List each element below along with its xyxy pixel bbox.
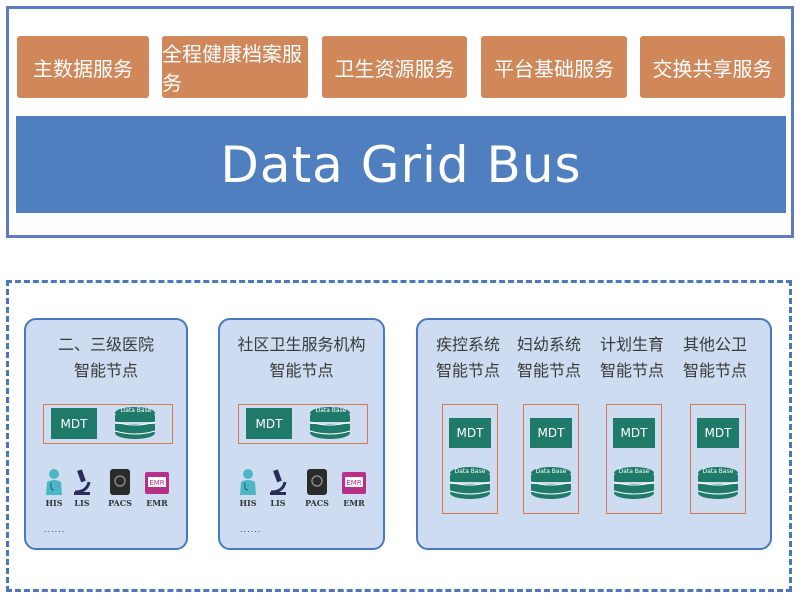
community-node-title: 社区卫生服务机构 智能节点 [218, 332, 385, 384]
records-icon: EMR EMR [142, 468, 172, 508]
other-public-title-line1: 其他公卫 [682, 335, 747, 354]
hospital-title-line2: 智能节点 [73, 361, 138, 380]
maternal-core-box [523, 404, 579, 514]
other-public-db-label: Data Base [702, 468, 734, 475]
family-planning-title-line1: 计划生育 [599, 335, 664, 354]
lis-label: LIS [270, 498, 286, 508]
his-label: HIS [239, 498, 257, 508]
other-public-core-box [690, 404, 746, 514]
more-systems-indicator: ...... [44, 525, 66, 534]
community-mdt: MDT [246, 408, 292, 439]
service-box-health-resources: 卫生资源服务 [322, 36, 467, 98]
other-public-title-line2: 智能节点 [682, 361, 747, 380]
service-box-platform-base: 平台基础服务 [481, 36, 627, 98]
lis-label: LIS [74, 498, 90, 508]
hospital-mdt: MDT [51, 408, 97, 439]
hospital-node-title: 二、三级医院 智能节点 [24, 332, 188, 384]
cdc-title-line1: 疾控系统 [435, 335, 500, 354]
family-planning-core-box [606, 404, 662, 514]
cdc-node-title: 疾控系统 智能节点 [428, 332, 508, 384]
maternal-node-title: 妇幼系统 智能节点 [509, 332, 589, 384]
cdc-title-line2: 智能节点 [435, 361, 500, 380]
his-label: HIS [45, 498, 63, 508]
pacs-label: PACS [305, 498, 329, 508]
service-box-health-record: 全程健康档案服务 [162, 36, 308, 98]
cdc-core-box [442, 404, 498, 514]
database-icon [696, 466, 740, 504]
database-icon [612, 466, 656, 504]
pacs-label: PACS [108, 498, 132, 508]
community-core-box [238, 404, 368, 444]
scanner-icon: PACS [302, 468, 332, 508]
hospital-core-box [43, 404, 173, 444]
svg-text:EMR: EMR [346, 479, 361, 487]
family-planning-db-label: Data Base [618, 468, 650, 475]
maternal-title-line2: 智能节点 [516, 361, 581, 380]
community-title-line1: 社区卫生服务机构 [237, 335, 366, 354]
database-icon [529, 466, 573, 504]
doctor-icon: HIS [39, 468, 69, 508]
service-box-exchange-share: 交换共享服务 [640, 36, 785, 98]
emr-label: EMR [146, 498, 168, 508]
maternal-mdt: MDT [530, 418, 572, 448]
database-icon [307, 406, 353, 440]
hospital-db-label: Data Base [120, 407, 152, 414]
doctor-icon: HIS [233, 468, 263, 508]
service-box-master-data: 主数据服务 [17, 36, 149, 98]
hospital-title-line1: 二、三级医院 [57, 335, 154, 354]
maternal-db-label: Data Base [535, 468, 567, 475]
records-icon: EMR EMR [339, 468, 369, 508]
microscope-icon: LIS [67, 468, 97, 508]
database-icon [448, 466, 492, 504]
data-grid-bus: Data Grid Bus [16, 116, 786, 213]
other-public-mdt: MDT [697, 418, 739, 448]
svg-text:EMR: EMR [149, 479, 164, 487]
community-db-label: Data Base [315, 407, 347, 414]
family-planning-title-line2: 智能节点 [599, 361, 664, 380]
family-planning-mdt: MDT [613, 418, 655, 448]
other-public-node-title: 其他公卫 智能节点 [675, 332, 755, 384]
community-title-line2: 智能节点 [269, 361, 334, 380]
emr-label: EMR [343, 498, 365, 508]
cdc-db-label: Data Base [454, 468, 486, 475]
maternal-title-line1: 妇幼系统 [516, 335, 581, 354]
more-systems-indicator: ...... [240, 525, 262, 534]
cdc-mdt: MDT [449, 418, 491, 448]
node-layer-frame [6, 280, 792, 592]
community-node-panel [218, 318, 385, 550]
microscope-icon: LIS [263, 468, 293, 508]
scanner-icon: PACS [105, 468, 135, 508]
database-icon [112, 406, 158, 440]
family-planning-node-title: 计划生育 智能节点 [592, 332, 672, 384]
